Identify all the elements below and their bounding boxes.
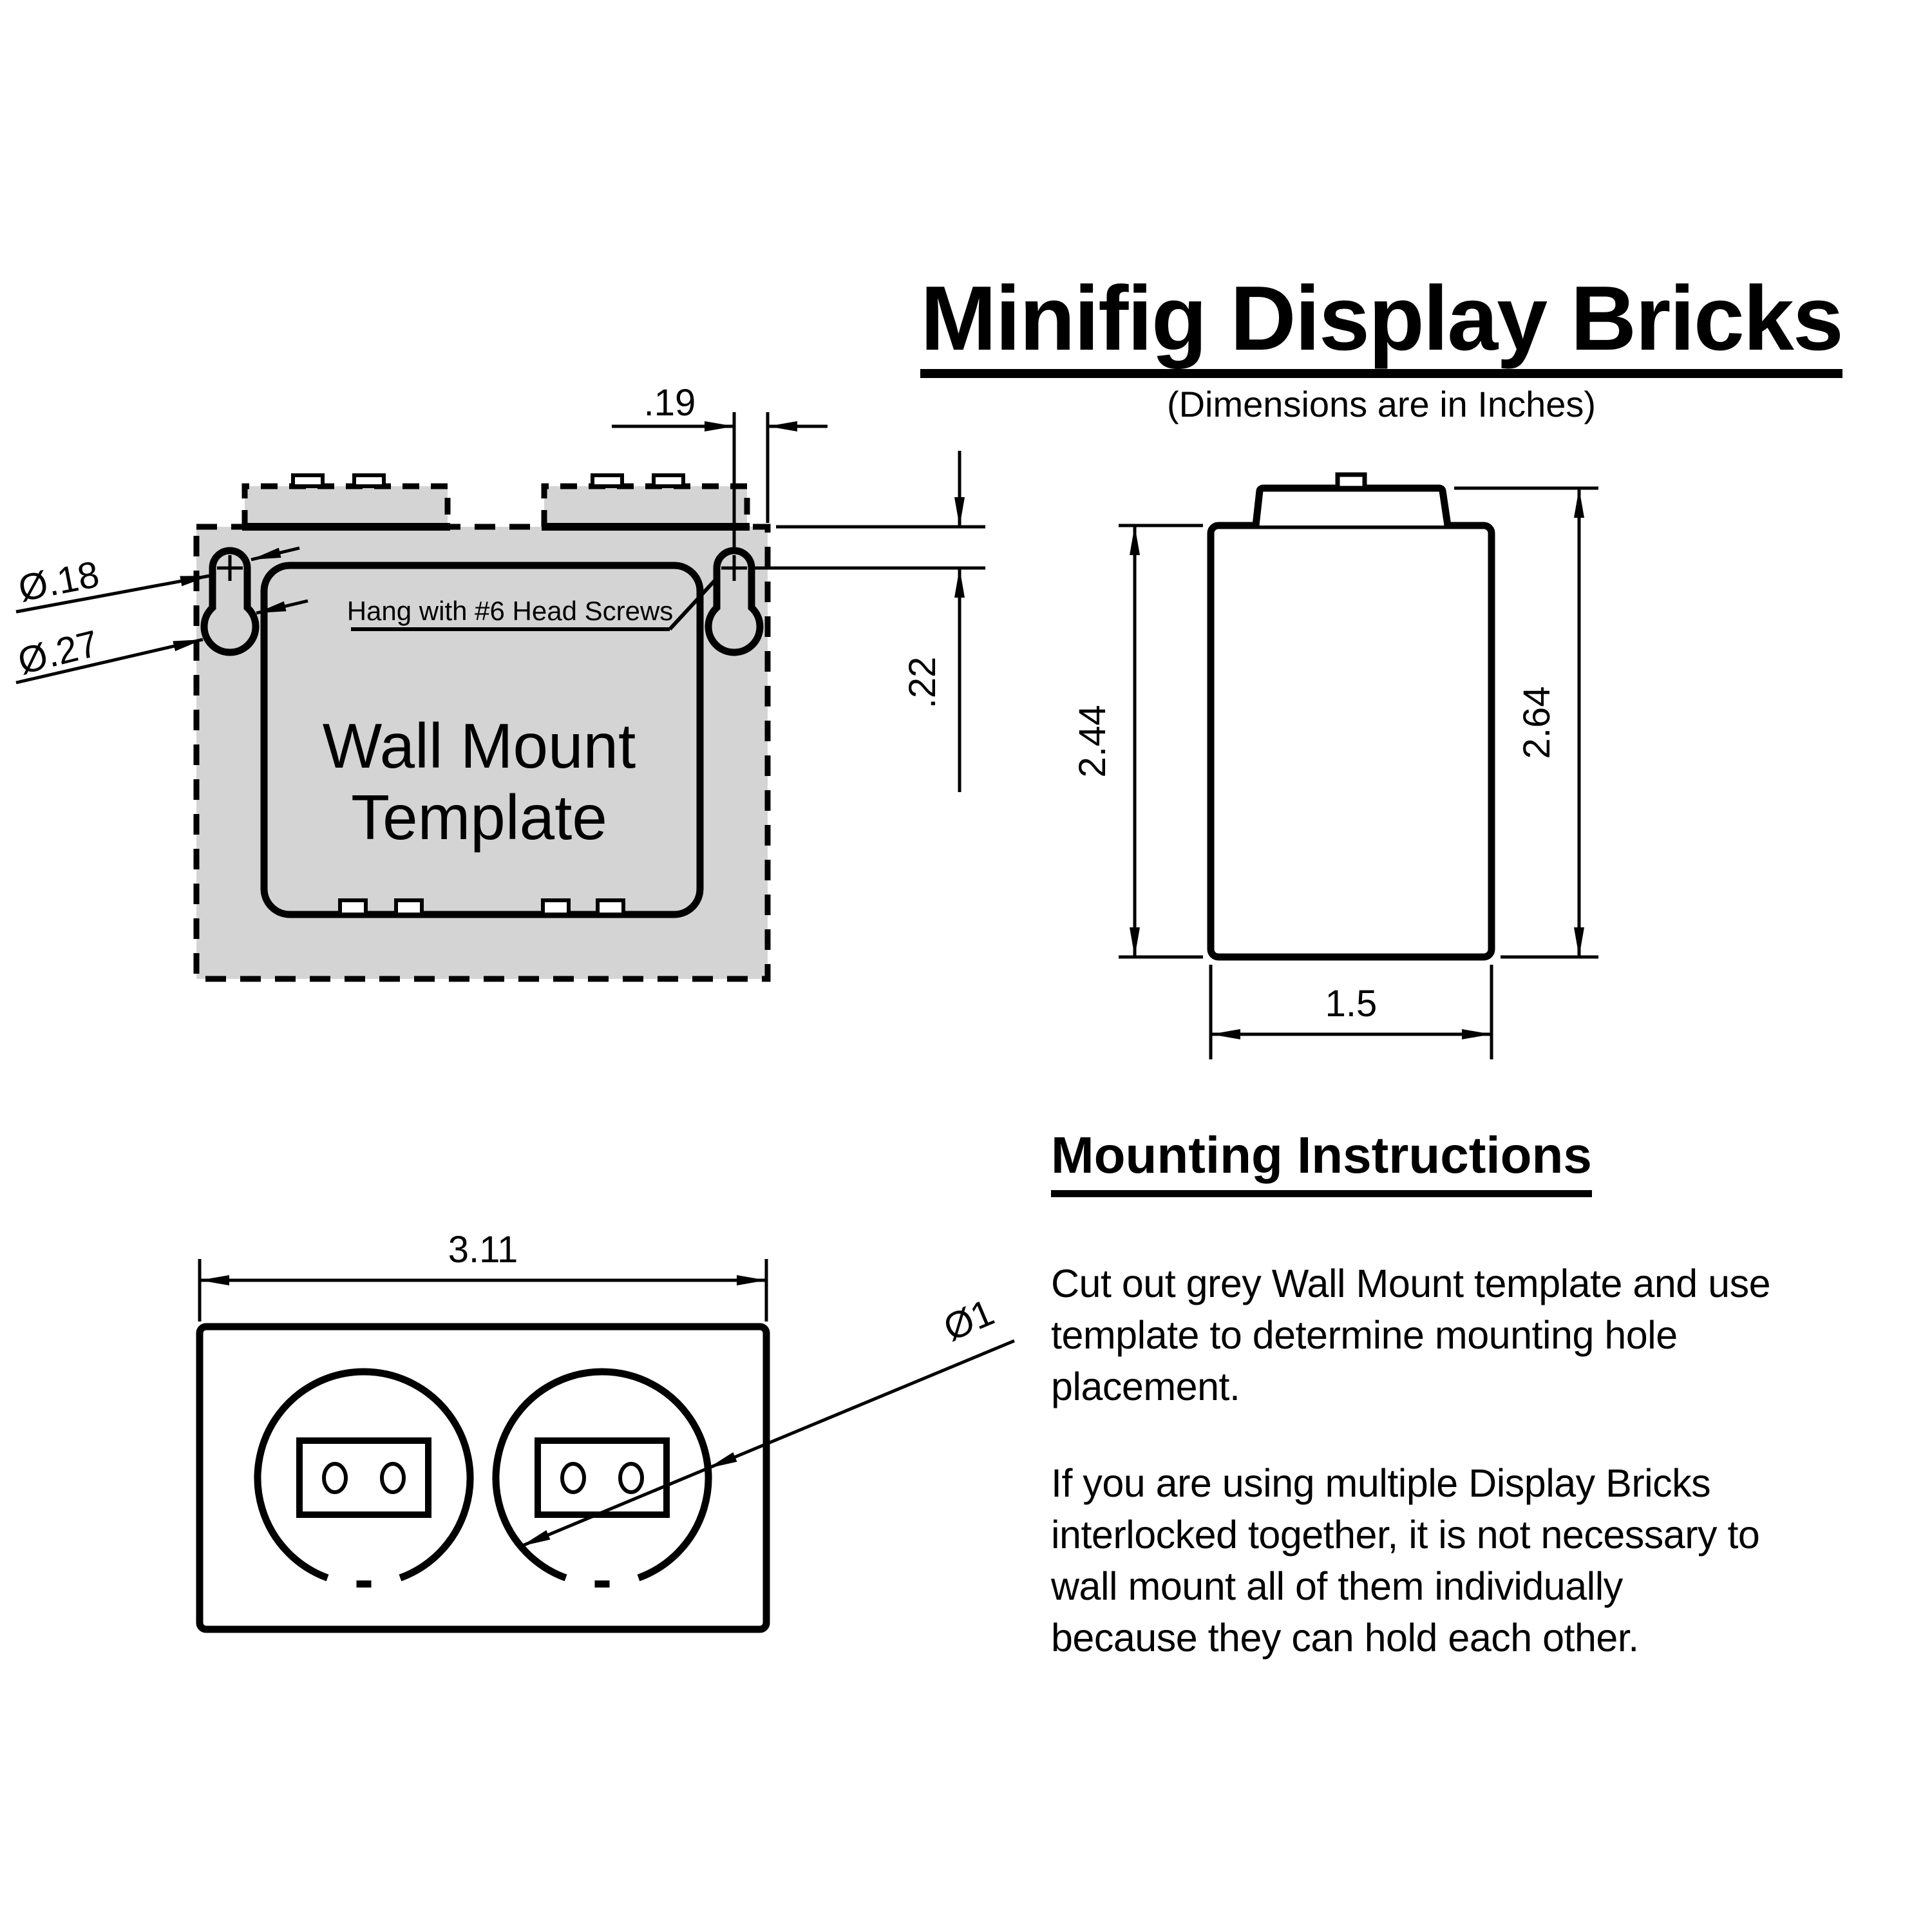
instructions-paragraph2-line: wall mount all of them individually	[1051, 1564, 1623, 1608]
side-view-body	[1207, 522, 1495, 961]
tube-diameter-line	[520, 1466, 708, 1548]
socket-hole	[380, 1462, 406, 1494]
bottom-notch	[541, 898, 571, 916]
instructions-paragraph2-line: because they can hold each other.	[1051, 1616, 1639, 1660]
template-stud-right	[541, 483, 750, 527]
stud-notch	[652, 473, 685, 488]
bottom-socket-right	[535, 1437, 670, 1518]
bottom-tube-left	[254, 1368, 474, 1582]
dim-leader-small-hole-far	[251, 546, 300, 562]
wall-mount-template-view: Hang with #6 Head Screws Wall Mount Temp…	[14, 382, 985, 982]
dim-label-bottom-width: 3.11	[448, 1229, 518, 1271]
dim-offset-horizontal: .19	[612, 382, 828, 553]
dim-label-offset-vertical: .22	[902, 657, 943, 709]
bottom-notch	[394, 898, 424, 916]
template-title-line2: Template	[351, 782, 607, 853]
bottom-notch	[338, 898, 368, 916]
template-brick-outline	[260, 562, 704, 918]
keyhole-center-cross-left	[217, 555, 243, 581]
dim-side-width: 1.5	[1209, 965, 1493, 1059]
bottom-socket-left	[296, 1437, 431, 1518]
bottom-tube-right	[492, 1368, 712, 1582]
tube-diameter-leader	[707, 1339, 1015, 1470]
title-block: Minifig Display Bricks (Dimensions are i…	[895, 270, 1868, 425]
hang-note-leader	[668, 576, 719, 631]
dim-label-total-height: 2.64	[1516, 687, 1558, 759]
instructions-paragraph1-line: template to determine mounting hole	[1051, 1313, 1678, 1357]
template-title-line1: Wall Mount	[323, 710, 636, 781]
brick-bottom-view: 3.11 Ø1	[196, 1229, 1015, 1633]
socket-hole	[560, 1462, 586, 1494]
side-view-stud-nub	[1335, 472, 1367, 491]
instructions-paragraph1-line: Cut out grey Wall Mount template and use	[1051, 1262, 1771, 1305]
bottom-view-body	[196, 1323, 770, 1633]
page-title: Minifig Display Bricks	[920, 270, 1844, 379]
instructions-paragraph1-line: placement.	[1051, 1365, 1240, 1408]
dim-offset-vertical: .22	[752, 451, 985, 792]
template-stud-left	[242, 483, 451, 527]
stud-notch	[291, 473, 325, 488]
dim-total-height: 2.64	[1454, 486, 1598, 959]
dim-label-small-hole: Ø.18	[15, 553, 102, 610]
stud-notch	[591, 473, 624, 488]
page-subtitle: (Dimensions are in Inches)	[1166, 384, 1596, 425]
stud-notch	[352, 473, 386, 488]
instructions-paragraph2-line: If you are using multiple Display Bricks	[1051, 1461, 1711, 1505]
dim-body-height: 2.44	[1072, 524, 1203, 959]
hang-note-label: Hang with #6 Head Screws	[347, 596, 674, 626]
keyhole-slot-right	[705, 547, 764, 656]
keyhole-slot-left	[200, 547, 260, 656]
keyhole-center-cross-right	[721, 555, 747, 581]
dim-leader-small-hole	[15, 574, 211, 614]
dim-bottom-width: 3.11	[198, 1229, 768, 1321]
dim-label-body-height: 2.44	[1072, 705, 1113, 778]
side-view-stud	[1252, 484, 1452, 526]
dim-label-side-width: 1.5	[1325, 983, 1378, 1025]
template-body	[193, 524, 771, 982]
mounting-instructions-heading: Mounting Instructions	[1051, 1126, 1592, 1197]
instructions-paragraph2-line: interlocked together, it is not necessar…	[1051, 1513, 1760, 1557]
dim-label-tube-diameter: Ø1	[938, 1291, 1000, 1349]
dim-label-offset-horizontal: .19	[644, 382, 696, 424]
socket-hole	[322, 1462, 348, 1494]
bottom-notch	[596, 898, 625, 916]
brick-side-view: 2.44 2.64 1.5	[1072, 472, 1598, 1059]
dim-leader-large-hole-far	[256, 599, 308, 615]
socket-hole	[618, 1462, 644, 1494]
dim-leader-large-hole	[15, 638, 204, 685]
